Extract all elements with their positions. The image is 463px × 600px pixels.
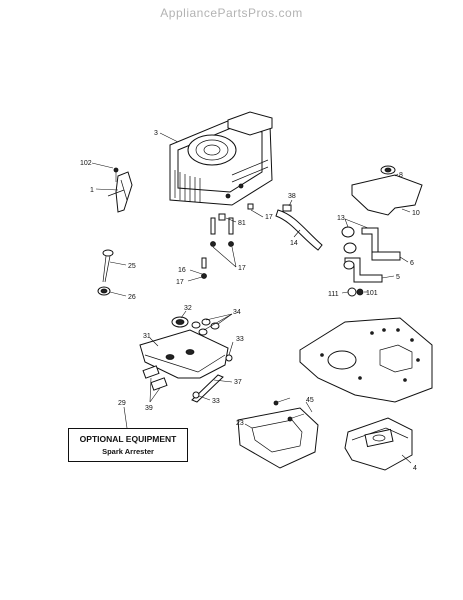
callout-101: 101 xyxy=(366,290,378,297)
muffler xyxy=(344,417,413,471)
callout-33a: 33 xyxy=(236,336,244,343)
optional-equipment-box: OPTIONAL EQUIPMENT Spark Arrester xyxy=(68,428,188,462)
callout-31: 31 xyxy=(143,333,151,340)
throttle-control xyxy=(107,167,133,213)
optional-equipment-subtitle: Spark Arrester xyxy=(102,447,154,456)
callout-102: 102 xyxy=(80,160,92,167)
muffler-shield xyxy=(351,165,423,216)
mount-bracket xyxy=(237,397,319,469)
callout-17c: 17 xyxy=(176,279,184,286)
callout-14: 14 xyxy=(290,240,298,247)
watermark: AppliancePartsPros.com xyxy=(160,6,303,20)
leader-lines xyxy=(91,132,412,464)
callout-labels: 3 102 1 81 17 38 14 16 17 17 25 26 8 10 … xyxy=(80,130,420,472)
callout-81: 81 xyxy=(238,220,246,227)
callout-4: 4 xyxy=(413,465,417,472)
callout-6: 6 xyxy=(410,260,414,267)
callout-45: 45 xyxy=(306,397,314,404)
engine-bolts xyxy=(201,203,254,279)
callout-34: 34 xyxy=(233,309,241,316)
callout-17b: 17 xyxy=(238,265,246,272)
callout-29: 29 xyxy=(118,400,126,407)
chassis-plate xyxy=(299,317,433,403)
optional-equipment-title: OPTIONAL EQUIPMENT xyxy=(79,434,177,444)
callout-37: 37 xyxy=(234,379,242,386)
callout-16: 16 xyxy=(178,267,186,274)
callout-111: 111 xyxy=(328,291,339,298)
callout-1: 1 xyxy=(90,187,94,194)
callout-25: 25 xyxy=(128,263,136,270)
callout-8: 8 xyxy=(399,172,403,179)
dipstick xyxy=(97,249,114,296)
callout-26: 26 xyxy=(128,294,136,301)
callout-32: 32 xyxy=(184,305,192,312)
callout-23: 23 xyxy=(236,420,244,427)
callout-33b: 33 xyxy=(212,398,220,405)
spark-arrester-assembly xyxy=(139,316,229,391)
connecting-rod xyxy=(191,354,233,403)
callout-39: 39 xyxy=(145,405,153,412)
engine xyxy=(169,111,273,206)
callout-17a: 17 xyxy=(265,214,273,221)
fuel-line xyxy=(275,204,323,251)
exhaust-pipes xyxy=(341,226,401,297)
callout-38: 38 xyxy=(288,193,296,200)
callout-5: 5 xyxy=(396,274,400,281)
callout-10: 10 xyxy=(412,210,420,217)
callout-13: 13 xyxy=(337,215,345,222)
callout-3: 3 xyxy=(154,130,158,137)
